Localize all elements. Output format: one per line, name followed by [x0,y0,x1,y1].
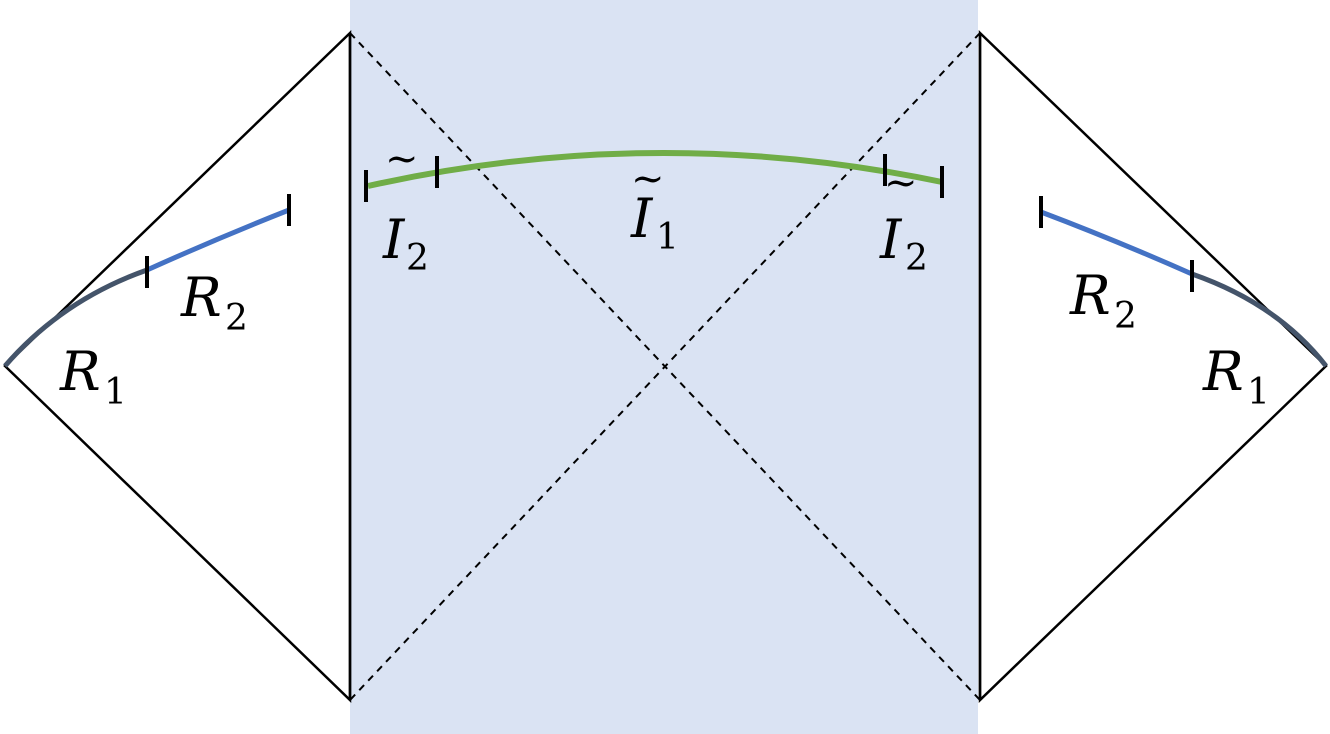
svg-text:R: R [1202,340,1244,403]
right-diamond [978,30,1328,703]
svg-text:R: R [180,266,222,329]
svg-text:1: 1 [1247,372,1270,413]
horizon-dashed-line [349,32,981,701]
island-curve [367,149,943,189]
tilde: ~ [385,136,419,182]
svg-text:1: 1 [656,217,679,258]
label-r1-right: R 1 [1202,340,1270,413]
tilde: ~ [884,160,918,206]
svg-text:I: I [630,187,654,250]
label-i1: ~ I 1 [630,156,679,258]
r2-left-curve [145,207,290,273]
svg-text:R: R [59,340,101,403]
svg-text:2: 2 [1114,296,1137,337]
svg-text:2: 2 [225,298,248,339]
r2-right-curve [1040,209,1194,277]
label-r2-right: R 2 [1069,264,1137,337]
svg-text:1: 1 [104,372,127,413]
r1-left-curve [3,267,148,368]
r1-right-curve [1191,271,1328,368]
label-r2-left: R 2 [180,266,248,339]
svg-text:I: I [382,208,406,271]
label-i2-left: ~ I 2 [382,136,429,279]
svg-text:R: R [1069,264,1111,327]
tilde: ~ [631,156,665,202]
svg-text:I: I [879,208,903,271]
label-i2-right: ~ I 2 [879,160,928,279]
left-diamond [3,30,352,703]
label-r1-left: R 1 [59,340,127,413]
svg-text:2: 2 [905,238,928,279]
svg-text:2: 2 [406,238,429,279]
